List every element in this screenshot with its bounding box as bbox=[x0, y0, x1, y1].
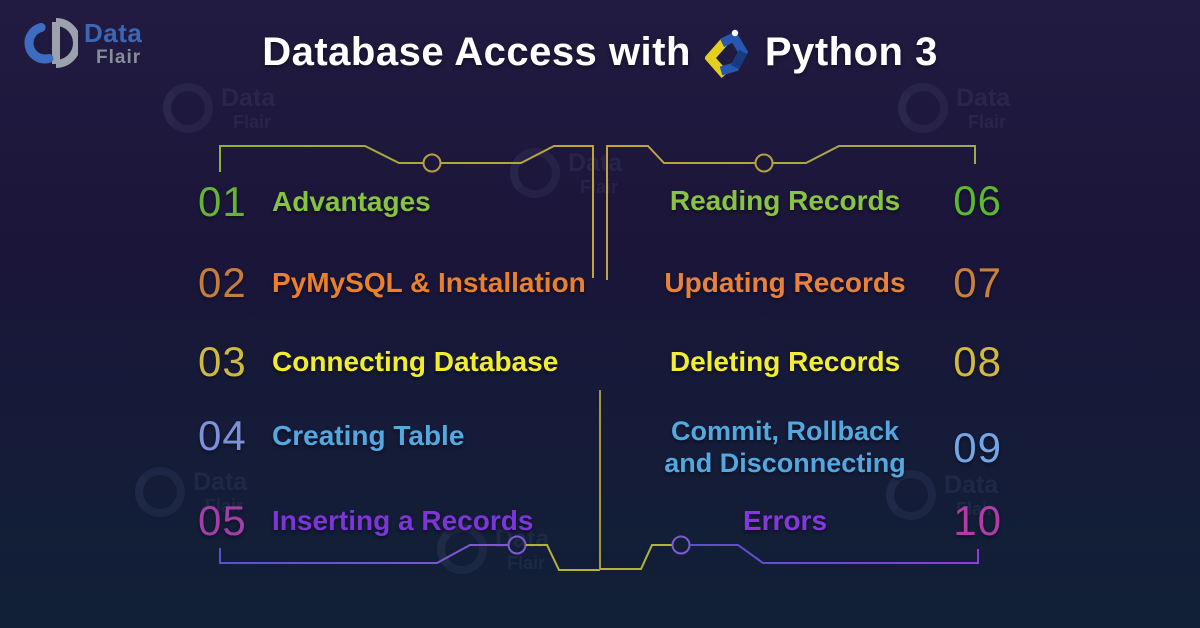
node-circle-top-left bbox=[422, 153, 442, 173]
topic-number: 03 bbox=[198, 338, 247, 385]
topic-label: Commit, Rollback and Disconnecting bbox=[664, 416, 906, 478]
page-title: Database Access with Python 3 bbox=[0, 26, 1200, 78]
topic-label: Reading Records bbox=[669, 185, 901, 216]
dataflair-watermark: Data Flair bbox=[898, 83, 1010, 133]
topic-row-updating-records: Updating Records 07 bbox=[632, 258, 1002, 308]
bracket-bottom-left bbox=[526, 544, 600, 571]
topic-label: Errors bbox=[742, 505, 828, 536]
topic-row-errors: Errors 10 bbox=[632, 496, 1002, 546]
dataflair-logo: Data Flair bbox=[24, 12, 142, 74]
topic-number: 07 bbox=[953, 259, 1002, 306]
dataflair-watermark-icon bbox=[135, 467, 185, 517]
topic-label: Creating Table bbox=[272, 420, 465, 451]
topic-row-advantages: 01 Advantages bbox=[198, 177, 618, 227]
bracket-bottom-left bbox=[219, 544, 508, 564]
topic-number: 04 bbox=[198, 412, 247, 459]
topic-number: 06 bbox=[953, 177, 1002, 224]
python-logo-icon bbox=[704, 29, 749, 78]
topic-row-deleting-records: Deleting Records 08 bbox=[632, 337, 1002, 387]
watermark-data-text: Data bbox=[221, 83, 276, 112]
topic-label: Inserting a Records bbox=[272, 505, 534, 536]
topic-row-reading-records: Reading Records 06 bbox=[632, 176, 1002, 226]
topic-label: Connecting Database bbox=[272, 346, 559, 377]
dataflair-watermark-icon bbox=[898, 83, 948, 133]
node-circle-top-right bbox=[754, 153, 774, 173]
topic-label: Updating Records bbox=[664, 267, 906, 298]
topic-label: Deleting Records bbox=[669, 346, 901, 377]
topic-number: 01 bbox=[198, 178, 247, 225]
topic-number: 09 bbox=[953, 424, 1002, 471]
topic-row-inserting-records: 05 Inserting a Records bbox=[198, 496, 618, 546]
topic-row-creating-table: 04 Creating Table bbox=[198, 411, 618, 461]
topic-row-pymysql-installation: 02 PyMySQL & Installation bbox=[198, 258, 618, 308]
bracket-top-left bbox=[219, 145, 423, 172]
topic-label: PyMySQL & Installation bbox=[272, 267, 586, 298]
title-prefix: Database Access with bbox=[262, 29, 691, 74]
topic-row-connecting-database: 03 Connecting Database bbox=[198, 337, 618, 387]
dataflair-d-icon bbox=[24, 18, 78, 68]
brand-data-text: Data bbox=[84, 17, 143, 48]
topic-number: 08 bbox=[953, 338, 1002, 385]
bracket-bottom-right bbox=[600, 544, 672, 570]
bracket-bottom-right bbox=[690, 544, 979, 564]
dataflair-watermark-icon bbox=[163, 83, 213, 133]
topic-number: 05 bbox=[198, 497, 247, 544]
dataflair-watermark: Data Flair bbox=[163, 83, 275, 133]
title-suffix: Python 3 bbox=[764, 29, 938, 74]
bracket-top-right bbox=[773, 145, 976, 164]
topic-row-commit-rollback-disconnecting: Commit, Rollback and Disconnecting 09 bbox=[632, 398, 1002, 498]
topic-label: Advantages bbox=[272, 186, 431, 217]
topic-number: 02 bbox=[198, 259, 247, 306]
brand-flair-text: Flair bbox=[96, 46, 142, 68]
watermark-flair-text: Flair bbox=[233, 111, 272, 132]
topic-number: 10 bbox=[953, 497, 1002, 544]
